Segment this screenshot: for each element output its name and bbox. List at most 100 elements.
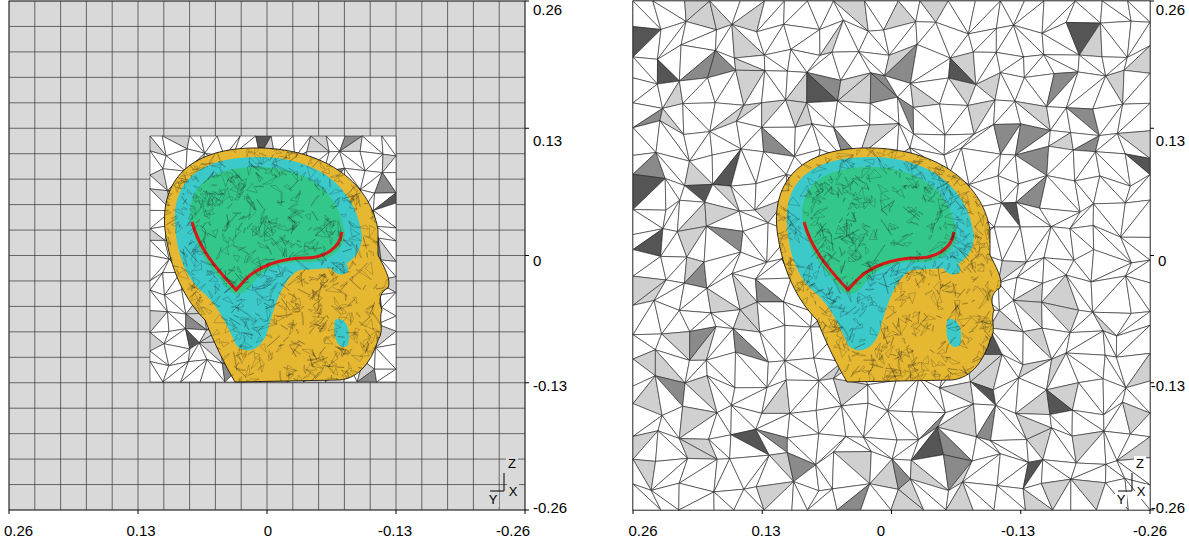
mesh-line — [170, 307, 175, 315]
mesh-line — [240, 317, 249, 320]
mesh-line — [197, 201, 203, 205]
mesh-line — [370, 375, 376, 382]
mesh-line — [318, 184, 327, 193]
mesh-line — [230, 184, 239, 192]
mesh-line — [1103, 331, 1116, 357]
mesh-line — [284, 248, 286, 257]
mesh-line — [254, 290, 263, 298]
mesh-line — [168, 264, 178, 267]
mesh-line — [166, 162, 175, 167]
mesh-line — [167, 289, 174, 296]
mesh-line — [1016, 390, 1050, 415]
mesh-line — [321, 142, 323, 147]
mesh-line — [764, 55, 787, 71]
mesh-line — [163, 247, 167, 257]
mesh-line — [1070, 204, 1094, 229]
mesh-line — [1103, 331, 1117, 357]
mesh-line — [236, 332, 243, 340]
mesh-line — [994, 203, 1020, 227]
mesh-line — [227, 204, 232, 209]
mesh-line — [680, 186, 705, 203]
mesh-line — [186, 303, 190, 306]
mesh-line — [302, 312, 304, 325]
mesh-line — [245, 365, 250, 378]
mesh-line — [186, 161, 194, 169]
mesh-line — [245, 322, 247, 327]
mesh-line — [192, 286, 199, 289]
mesh-line — [374, 284, 377, 289]
mesh-line — [266, 245, 271, 255]
mesh-line — [786, 73, 807, 103]
mesh-line — [217, 268, 222, 273]
mesh-line — [222, 229, 225, 231]
mesh-line — [365, 311, 370, 317]
mesh-line — [367, 380, 378, 389]
mesh-line — [191, 153, 198, 162]
mesh-line — [346, 145, 354, 151]
mesh-line — [285, 267, 293, 273]
mesh-line — [365, 154, 383, 172]
mesh-line — [238, 247, 245, 251]
mesh-line — [304, 365, 306, 374]
mesh-line — [269, 270, 277, 272]
mesh-line — [268, 350, 272, 360]
mesh-line — [208, 331, 210, 338]
mesh-line — [371, 208, 372, 214]
mesh-line — [353, 262, 356, 265]
mesh-line — [281, 276, 290, 286]
right-panel — [633, 1, 1150, 510]
mesh-line — [369, 351, 383, 359]
mesh-line — [394, 253, 396, 261]
mesh-line — [197, 328, 200, 338]
outer-box-region — [633, 1, 1150, 510]
mesh-line — [309, 327, 314, 334]
mesh-line — [179, 357, 184, 364]
mesh-line — [179, 154, 183, 160]
mesh-line — [233, 245, 248, 253]
mesh-line — [247, 223, 252, 229]
mesh-line — [216, 338, 220, 343]
mesh-line — [181, 297, 191, 304]
mesh-line — [380, 199, 390, 208]
mesh-line — [240, 275, 246, 280]
mesh-line — [328, 267, 338, 275]
mesh-line — [347, 371, 356, 382]
mesh-line — [264, 234, 272, 242]
mesh-line — [316, 274, 323, 281]
mesh-line — [272, 163, 291, 172]
mesh-line — [968, 28, 996, 52]
mesh-line — [227, 374, 233, 378]
mesh-line — [261, 209, 265, 220]
mesh-line — [1126, 276, 1150, 313]
mesh-line — [321, 153, 332, 158]
mesh-line — [278, 265, 286, 274]
mesh-line — [282, 237, 285, 244]
mesh-line — [338, 243, 340, 247]
mesh-line — [375, 159, 382, 163]
mesh-line — [167, 173, 169, 178]
mesh-line — [190, 171, 196, 176]
mesh-line — [163, 320, 169, 323]
mesh-line — [233, 212, 242, 214]
mesh-line — [1073, 136, 1099, 152]
mesh-line — [215, 192, 217, 195]
mesh-line — [733, 310, 760, 332]
mesh-line — [207, 270, 215, 275]
mesh-line — [350, 228, 359, 236]
mesh-line — [168, 193, 173, 197]
mesh-line — [255, 185, 264, 187]
mesh-line — [350, 370, 356, 377]
mesh-line — [194, 357, 197, 362]
mesh-line — [171, 216, 177, 219]
mesh-line — [349, 221, 358, 228]
mesh-line — [356, 155, 364, 164]
mesh-line — [369, 185, 374, 189]
mesh-line — [361, 188, 362, 190]
mesh-line — [378, 238, 396, 261]
mesh-line — [315, 184, 320, 190]
mesh-line — [383, 224, 385, 233]
mesh-line — [173, 209, 184, 215]
mesh-line — [762, 71, 786, 103]
mesh-line — [376, 288, 384, 289]
mesh-line — [234, 315, 239, 318]
